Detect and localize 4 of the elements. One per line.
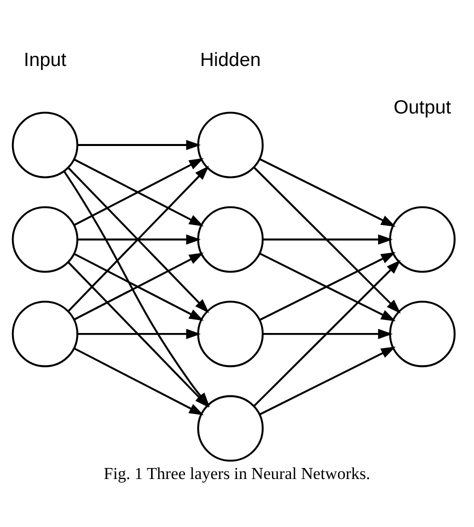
label: Output	[394, 97, 452, 118]
label: Hidden	[200, 49, 261, 70]
caption: Fig. 1 Three layers in Neural Networks.	[104, 463, 370, 482]
label: Input	[24, 49, 66, 70]
